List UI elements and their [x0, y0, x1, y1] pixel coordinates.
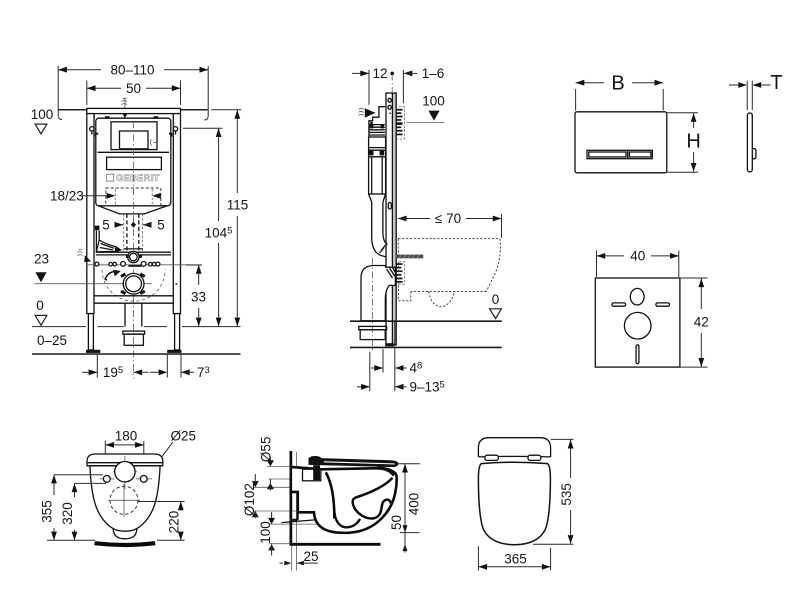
svg-text:23: 23	[34, 252, 49, 267]
svg-text:80–110: 80–110	[110, 63, 154, 78]
svg-text:535: 535	[559, 483, 574, 506]
svg-text:Ø102: Ø102	[242, 483, 257, 516]
svg-text:B: B	[611, 73, 624, 95]
svg-text:1045: 1045	[205, 225, 233, 240]
svg-text:100: 100	[422, 94, 445, 109]
svg-text:H: H	[686, 131, 700, 153]
svg-text:365: 365	[504, 552, 527, 567]
svg-text:≤ 70: ≤ 70	[435, 211, 461, 226]
svg-text:0–25: 0–25	[37, 333, 67, 348]
svg-text:1–6: 1–6	[422, 66, 445, 81]
svg-text:0: 0	[492, 292, 500, 307]
svg-text:Ø55: Ø55	[258, 437, 273, 463]
svg-text:40: 40	[630, 249, 645, 264]
svg-text:180: 180	[115, 429, 138, 444]
svg-text:100: 100	[31, 107, 54, 122]
svg-text:Ø25: Ø25	[171, 429, 197, 444]
svg-text:42: 42	[694, 315, 709, 330]
svg-text:18/23: 18/23	[50, 188, 84, 203]
svg-text:GEBERIT: GEBERIT	[116, 173, 160, 183]
svg-text:50: 50	[126, 81, 141, 96]
svg-text:9–135: 9–135	[410, 379, 445, 394]
svg-text:320: 320	[60, 502, 75, 525]
svg-text:115: 115	[227, 198, 249, 213]
svg-text:5: 5	[102, 218, 110, 233]
svg-text:400: 400	[407, 493, 422, 516]
svg-text:33: 33	[191, 289, 206, 304]
svg-text:100: 100	[258, 521, 273, 544]
svg-text:0: 0	[36, 298, 44, 313]
svg-text:25: 25	[303, 549, 318, 564]
svg-text:T: T	[770, 72, 782, 94]
svg-text:50: 50	[389, 515, 404, 530]
svg-text:5: 5	[157, 218, 165, 233]
svg-text:12: 12	[372, 66, 387, 81]
svg-text:355: 355	[40, 500, 55, 523]
svg-text:220: 220	[166, 511, 181, 534]
